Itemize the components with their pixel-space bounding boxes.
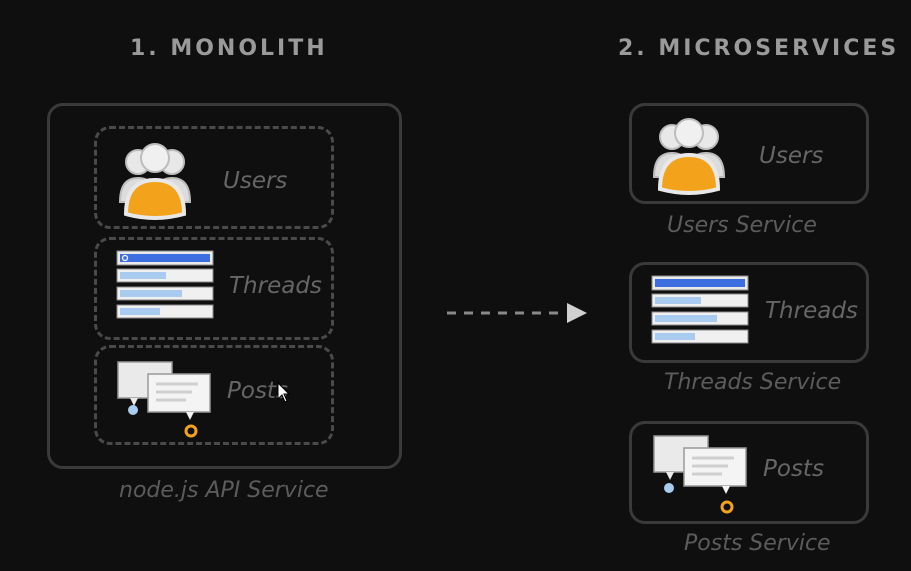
monolith-heading: 1. MONOLITH xyxy=(130,36,328,61)
users-icon xyxy=(118,143,192,220)
threads-list-icon xyxy=(116,250,214,319)
users-service-caption: Users Service xyxy=(667,213,817,238)
monolith-container xyxy=(47,103,402,469)
mouse-cursor-icon xyxy=(277,381,291,403)
microservices-heading: 2. MICROSERVICES xyxy=(618,36,900,61)
monolith-users-label: Users xyxy=(223,168,288,194)
monolith-threads-module xyxy=(94,237,334,340)
monolith-caption: node.js API Service xyxy=(119,478,329,503)
monolith-posts-module xyxy=(94,345,334,445)
posts-service-box xyxy=(629,421,869,524)
threads-service-label: Threads xyxy=(765,298,858,324)
posts-service-label: Posts xyxy=(763,456,824,482)
users-icon xyxy=(652,118,726,195)
posts-chat-icon xyxy=(117,361,211,438)
threads-list-icon xyxy=(651,275,749,344)
posts-service-caption: Posts Service xyxy=(684,531,831,556)
monolith-threads-label: Threads xyxy=(229,273,322,299)
posts-chat-icon xyxy=(653,435,747,514)
dashed-arrow xyxy=(447,303,587,323)
threads-service-caption: Threads Service xyxy=(664,370,842,395)
users-service-label: Users xyxy=(759,143,824,169)
users-service-box xyxy=(629,103,869,204)
monolith-users-module xyxy=(94,126,334,229)
threads-service-box xyxy=(629,262,869,363)
